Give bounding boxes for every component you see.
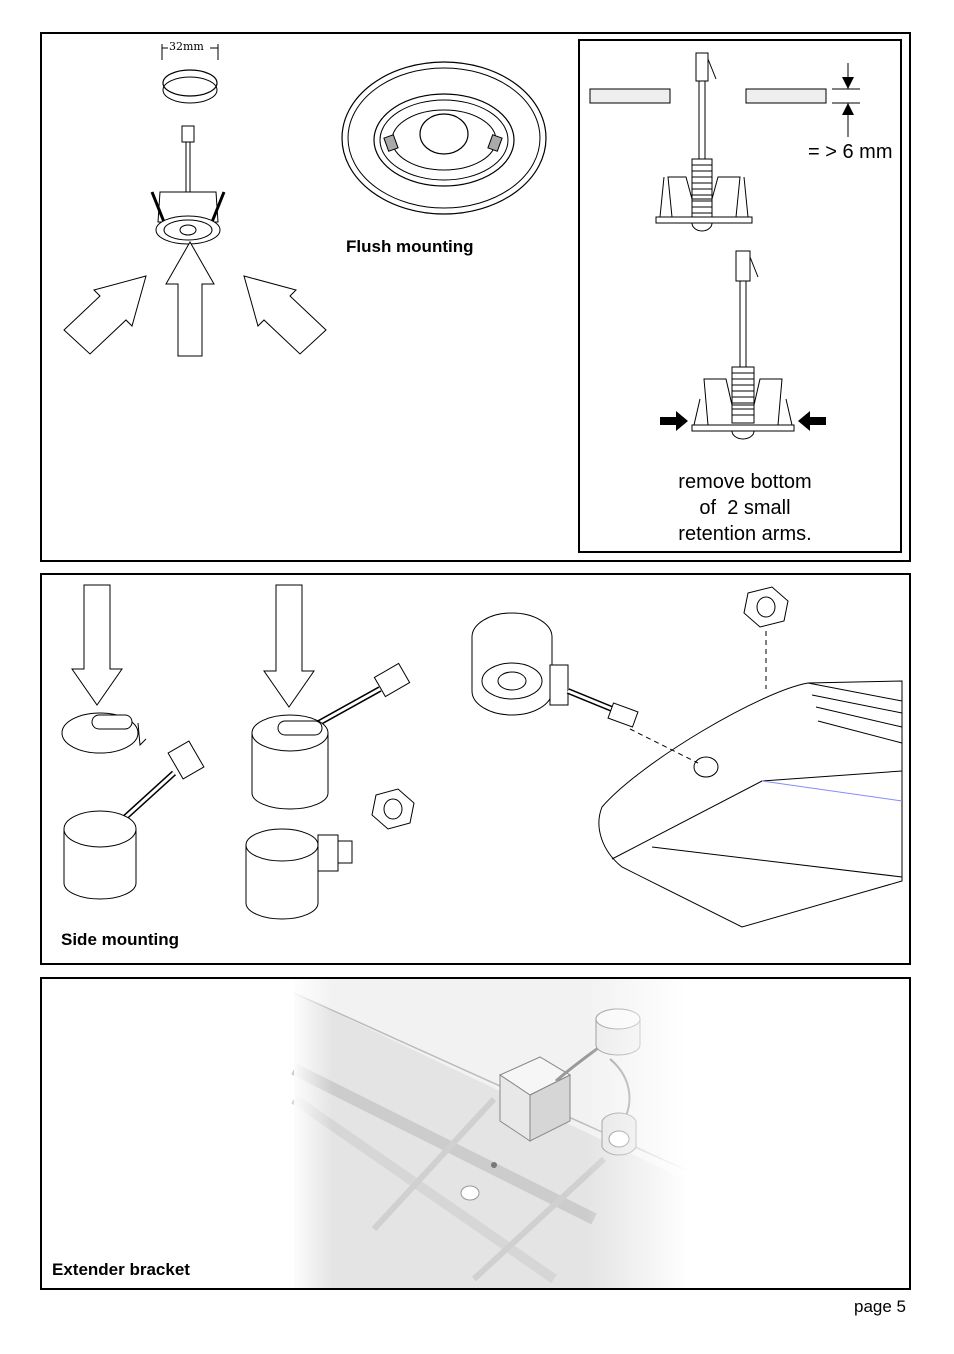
retention-note-line-1: remove bottom [678,471,812,493]
side-mount-on-housing [471,586,903,928]
side-mounting-panel: Side mounting [40,573,911,965]
extender-bracket-render [291,979,685,1288]
retention-note-line-3: retention arms. [678,523,812,545]
flush-mounting-label: Flush mounting [346,237,474,256]
side-mount-assembly-1 [61,584,205,900]
side-mounting-label: Side mounting [61,930,180,949]
retention-note-line-2: of 2 small [699,497,791,519]
depth-label: = > 6 mm [808,141,893,163]
retention-arms-diagram [660,250,826,440]
cutout-diagram [161,44,219,104]
dimension-label: 32mm [169,40,204,53]
flush-mounting-panel: 32mm Flush mounting [40,32,911,562]
ceiling-depth-diagram [589,52,860,232]
extender-bracket-label: Extender bracket [52,1260,190,1279]
page-number: page 5 [854,1297,906,1316]
extender-bracket-panel: Extender bracket [40,977,911,1290]
side-mount-assembly-2 [245,584,415,920]
retention-arms-box: = > 6 mm remove bottom of 2 s [578,39,902,553]
flush-mounted-downlight [341,61,547,215]
retention-note: remove bottom of 2 small retention arms. [640,469,850,547]
downlight-insertion-diagram [63,125,327,357]
